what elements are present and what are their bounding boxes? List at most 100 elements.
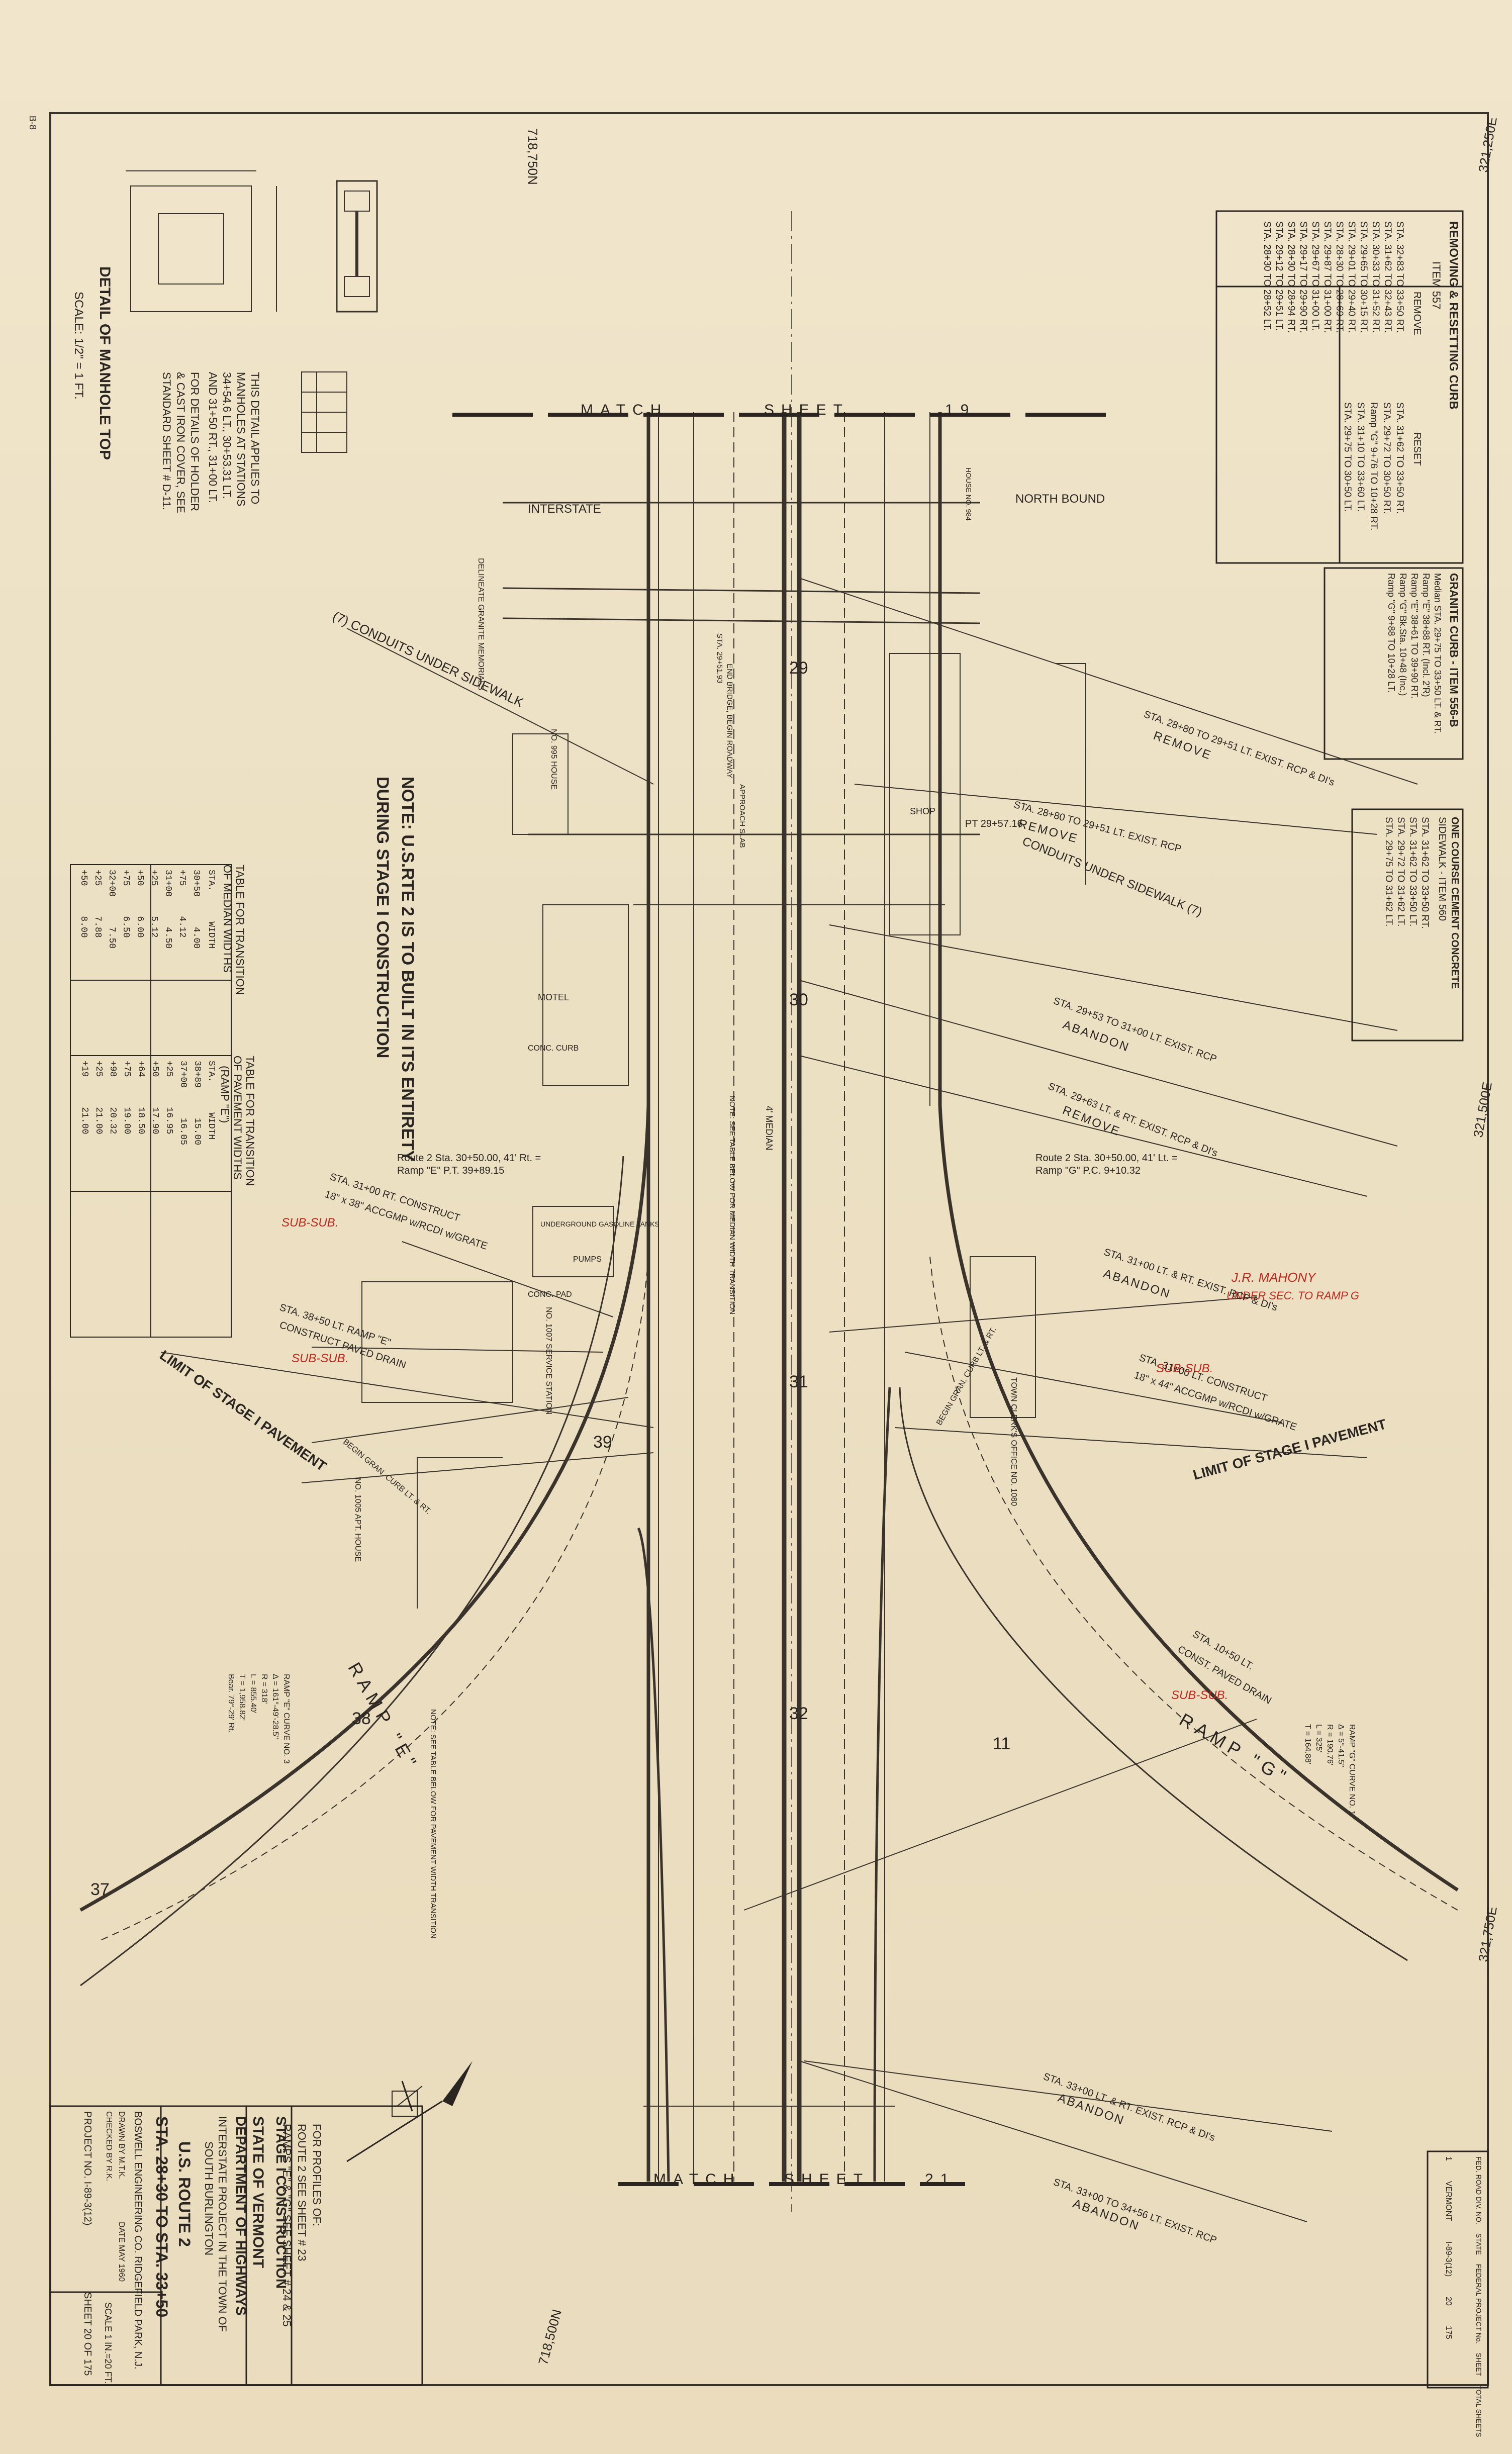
bridge-lines [502, 502, 981, 2107]
callout-leaders [160, 578, 1418, 2222]
manhole-note-6: & CAST IRON COVER, SEE [174, 372, 187, 513]
tables-grid [70, 864, 232, 1338]
conc-pad-label: CONC. PAD [528, 1290, 572, 1299]
route-right-1: Route 2 Sta. 30+50.00, 41' Lt. = [1035, 1153, 1178, 1164]
title-sta: STA. 28+30 TO STA. 33+50 [153, 2116, 171, 2318]
match-top-label: MATCH [581, 402, 668, 418]
svg-text:38: 38 [352, 1709, 371, 1728]
bridge-sta-label: STA. 29+51.93 [715, 633, 724, 684]
match-top-sheet: SHEET [764, 402, 849, 418]
sheet-border [49, 112, 1489, 2386]
building-outlines [361, 653, 1086, 1609]
removing-reset-list: STA. 29+75 TO 30+50 LT. STA. 31+10 TO 33… [1342, 402, 1405, 531]
match-top-number: 19 [945, 402, 976, 418]
svg-text:31: 31 [789, 1372, 808, 1391]
red-note-6: SUB-SUB. [292, 1352, 348, 1365]
manhole-note-1: THIS DETAIL APPLIES TO [249, 372, 261, 505]
title-stage: STAGE I CONSTRUCTION [273, 2116, 289, 2289]
road-centerlines [646, 211, 942, 2212]
curve-g-data: RAMP "G" CURVE NO. 1 Δ = 5°-41.5" R = 19… [1303, 1724, 1356, 1815]
info-boxes [1215, 210, 1489, 2389]
removing-col-remove: REMOVE [1411, 292, 1423, 335]
center-note-2: NOTE: SEE TABLE BELOW FOR PAVEMENT WIDTH… [429, 1709, 437, 1939]
table-median-title-1: TABLE FOR TRANSITION [234, 865, 246, 995]
manhole-note-4: AND 31+50 RT., 31+00 LT. [207, 372, 219, 503]
note-main-1: NOTE: U.S.RTE 2 IS TO BUILT IN ITS ENTIR… [398, 777, 417, 1162]
sidewalk-item: SIDEWALK - ITEM 560 [1437, 817, 1448, 921]
station-numbers: 29 30 31 32 39 11 38 37 [90, 658, 1010, 1899]
title-scale: SCALE 1 IN.=20 FT. [103, 2302, 113, 2384]
note-main-2: DURING STAGE I CONSTRUCTION [373, 777, 392, 1059]
north-arrow [346, 2061, 472, 2162]
manhole-title: DETAIL OF MANHOLE TOP [97, 266, 113, 460]
apt-house-label: NO. 1005 APT. HOUSE [353, 1478, 362, 1562]
median-label: 4' MEDIAN [764, 1106, 774, 1151]
removing-col-reset: RESET [1411, 432, 1423, 466]
title-route: U.S. ROUTE 2 [175, 2141, 194, 2247]
service-station-label: NO. 1007 SERVICE STATION [544, 1307, 553, 1415]
title-date: DATE MAY 1960 [117, 2222, 126, 2282]
manhole-note-7: STANDARD SHEET # D-11. [160, 372, 173, 511]
svg-text:11: 11 [993, 1734, 1010, 1753]
title-project-no: PROJECT NO. I-89-3(12) [82, 2111, 93, 2226]
manhole-scale: SCALE: 1/2" = 1 FT. [72, 292, 85, 400]
bridge-end-label: END BRIDGE, BEGIN ROADWAY [725, 664, 734, 779]
table-median-row: STA.WIDTH [206, 870, 216, 949]
match-bottom-label: MATCH [653, 2171, 741, 2188]
match-bottom-number: 21 [925, 2171, 956, 2188]
corner-stamp: B-8 [28, 116, 38, 130]
curve-e-data: RAMP "E" CURVE NO. 3 Δ = 161°-49'-28.5" … [227, 1674, 291, 1764]
granite-memorials-label: DELINEATE GRANITE MEMORIALS [477, 558, 485, 691]
title-sheet: SHEET 20 OF 175 [82, 2292, 93, 2376]
manhole-note-3: 34+54.6 LT., 30+53.31 LT. [221, 372, 233, 499]
interstate-label: INTERSTATE [528, 502, 601, 516]
manhole-note-2: MANHOLES AT STATIONS [235, 372, 247, 507]
title-state: STATE OF VERMONT [250, 2116, 266, 2269]
gore-lines [637, 1387, 891, 2182]
pumps-label: PUMPS [573, 1255, 602, 1264]
granite-list: Ramp "G" 9+88 TO 10+28 LT. Ramp "G" Bk.S… [1386, 573, 1443, 734]
title-drawn: DRAWN BY M.T.K. [117, 2111, 126, 2180]
title-project-1: INTERSTATE PROJECT IN THE TOWN OF [216, 2116, 229, 2332]
ramp-e-curves [79, 1105, 650, 1987]
title-checked: CHECKED BY R.K. [105, 2111, 113, 2182]
red-note-4: J.R. MAHONY [1231, 1270, 1316, 1285]
match-bottom-sheet: SHEET [784, 2171, 870, 2188]
svg-text:32: 32 [789, 1704, 808, 1723]
table-pavement-title-2: OF PAVEMENT WIDTHS [231, 1056, 244, 1180]
route-left-2: Ramp "E" P.T. 39+89.15 [397, 1165, 504, 1176]
manhole-note-5: FOR DETAILS OF HOLDER [188, 372, 201, 512]
granite-title: GRANITE CURB - ITEM 556-B [1448, 573, 1460, 727]
red-note-1: SUB-SUB. [281, 1216, 338, 1230]
removing-item: ITEM 557 [1430, 261, 1443, 310]
table-pavement-title-3: (RAMP "E") [219, 1066, 231, 1123]
red-note-3: SUB-SUB. [1171, 1688, 1228, 1702]
svg-text:30: 30 [789, 990, 808, 1009]
title-dept: DEPARTMENT OF HIGHWAYS [233, 2116, 249, 2316]
tanks-label: UNDERGROUND GASOLINE TANKS [540, 1220, 659, 1228]
sidewalk-title: ONE COURSE CEMENT CONCRETE [1449, 817, 1460, 989]
motel-label: MOTEL [538, 992, 569, 1002]
manhole-detail [126, 170, 378, 453]
ramp-g-curves [899, 1105, 1459, 1961]
top-station-marker: 718,750N [525, 128, 540, 185]
title-firm: BOSWELL ENGINEERING CO. RIDGEFIELD PARK,… [132, 2111, 143, 2370]
pt-label: PT 29+57.16 [965, 818, 1023, 829]
north-bound-label: NORTH BOUND [1015, 492, 1105, 506]
svg-text:39: 39 [593, 1433, 612, 1452]
shop-label: SHOP [910, 806, 935, 816]
title-block-frame [49, 2105, 423, 2386]
route-right-2: Ramp "G" P.C. 9+10.32 [1035, 1165, 1141, 1176]
town-clerk-label: TOWN CLERK'S OFFICE NO. 1080 [1009, 1377, 1018, 1506]
svg-text:29: 29 [789, 658, 808, 678]
center-note-1: NOTE: SEE TABLE BELOW FOR MEDIAN WIDTH T… [728, 1096, 736, 1315]
route-left-1: Route 2 Sta. 30+50.00, 41' Rt. = [397, 1153, 541, 1164]
red-note-5: UNDER SEC. TO RAMP G [1226, 1289, 1359, 1302]
removing-title: REMOVING & RESETTING CURB [1447, 221, 1460, 410]
